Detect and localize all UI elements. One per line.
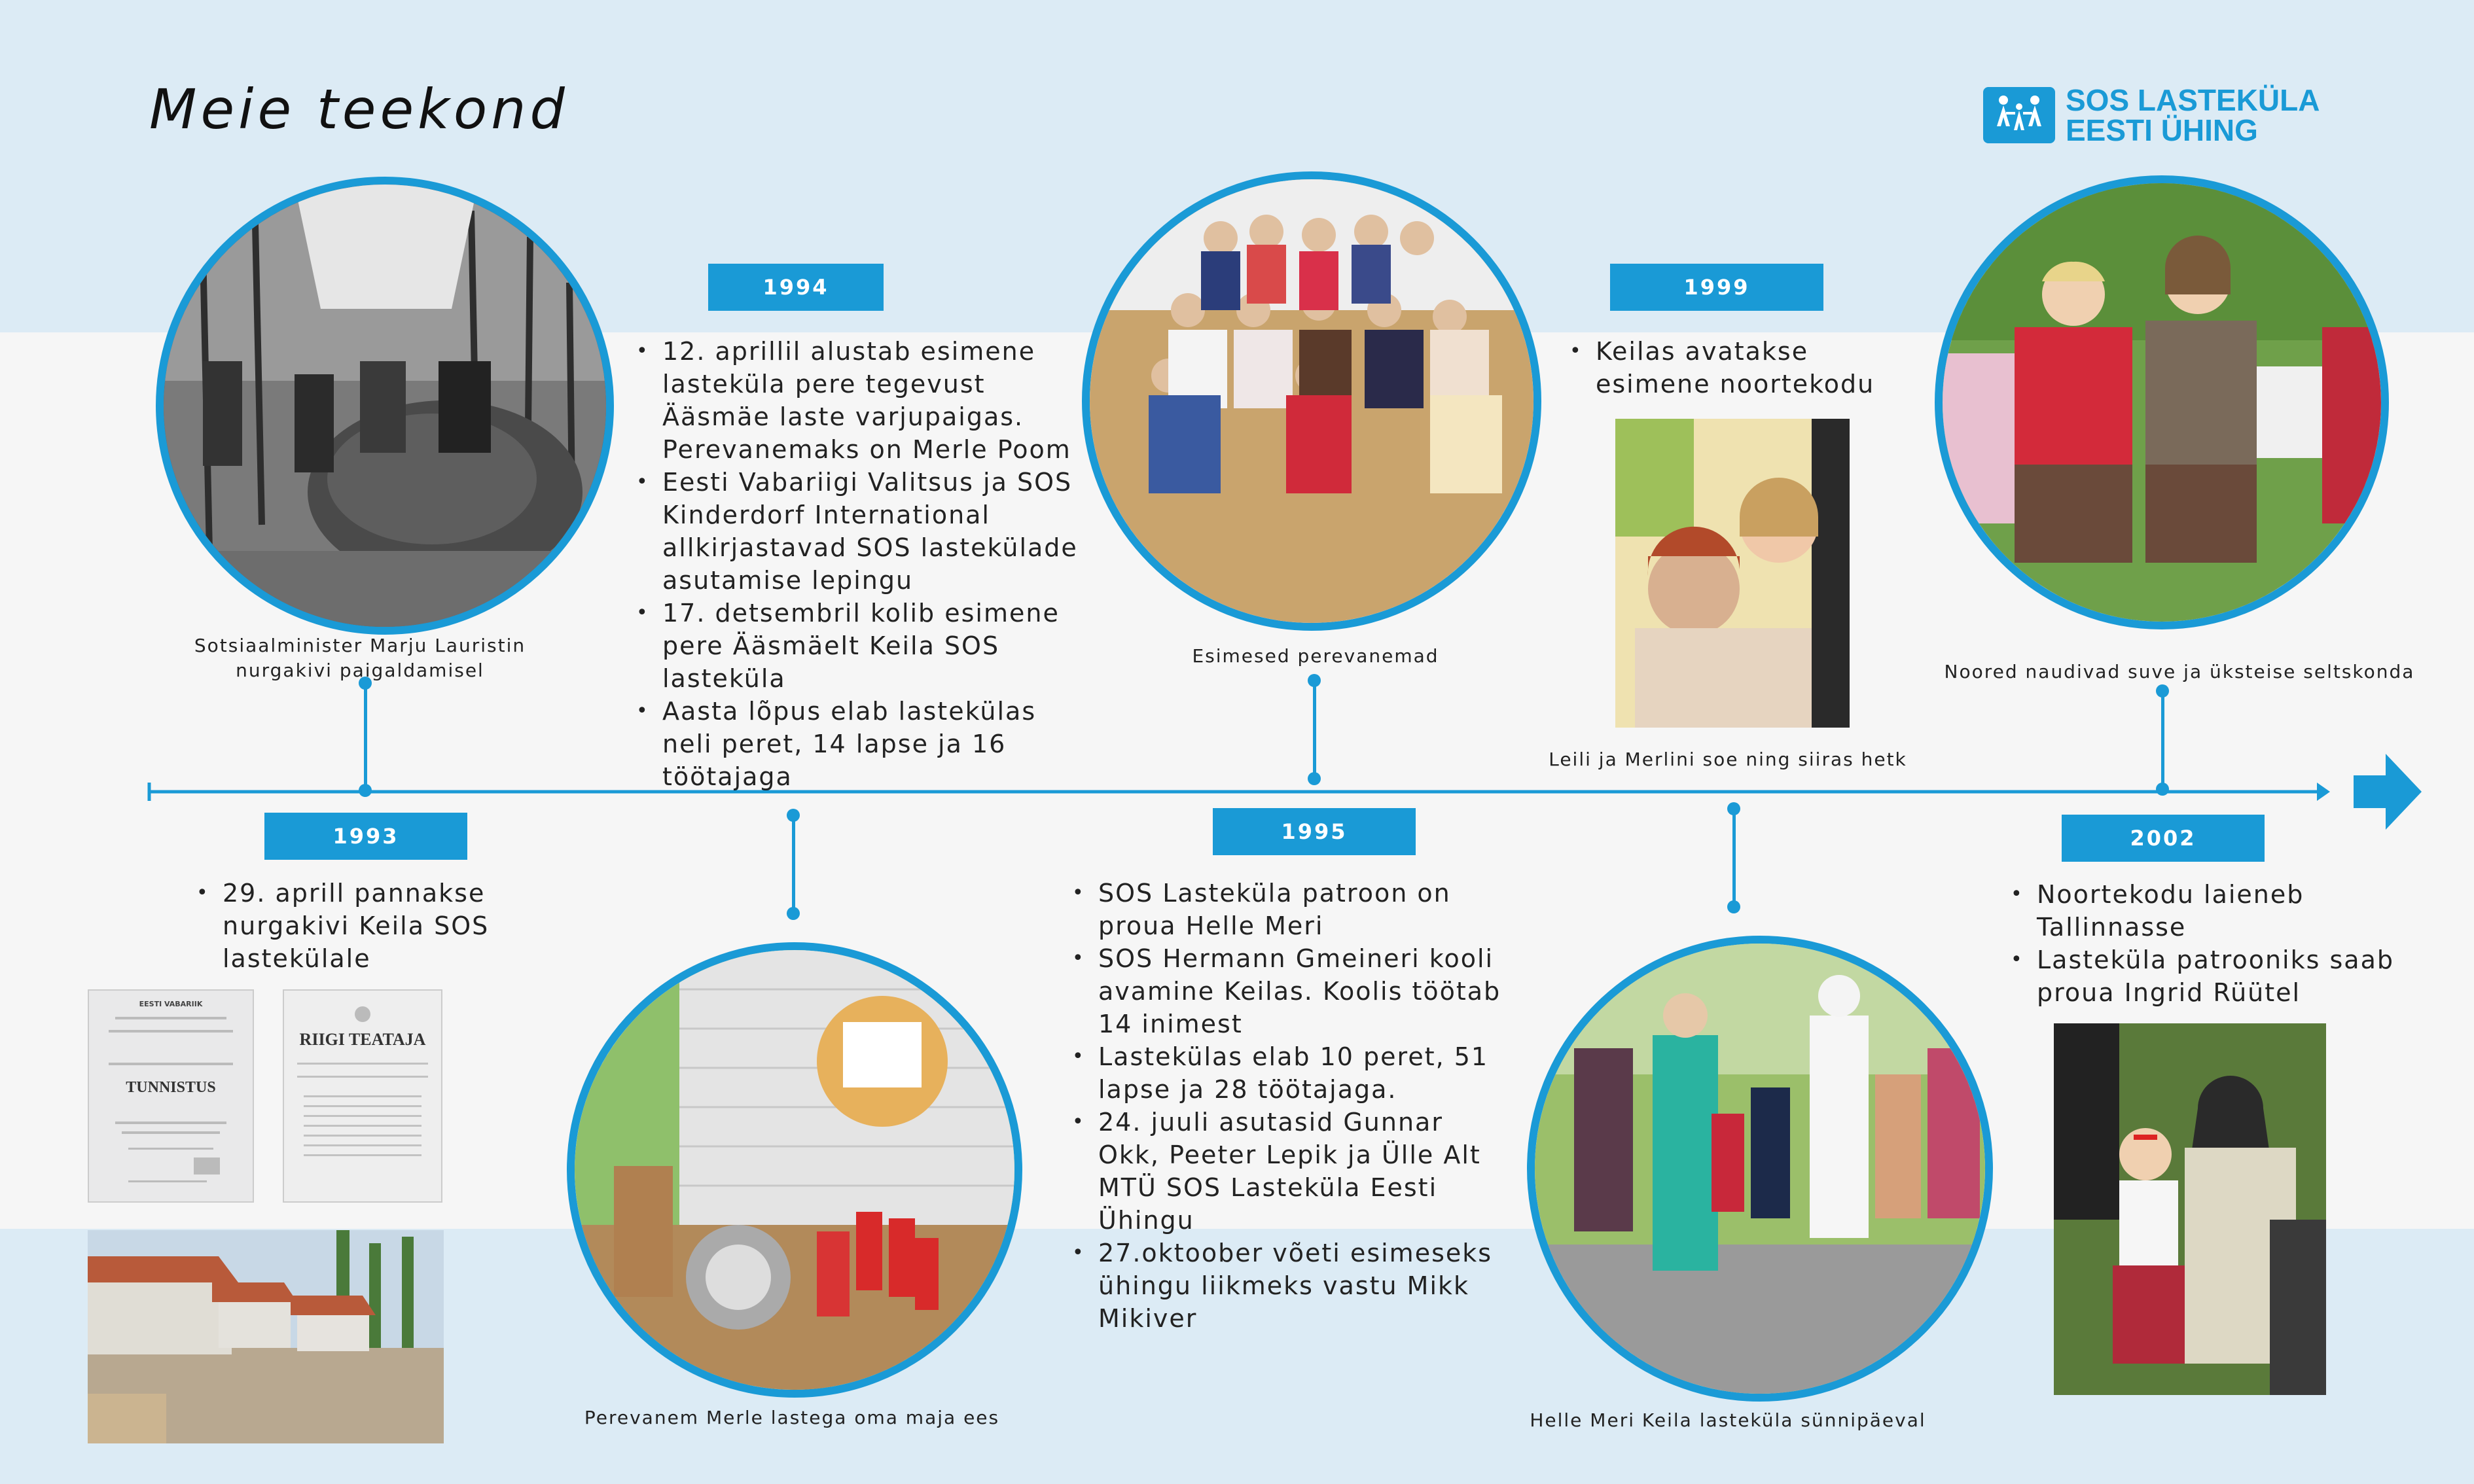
- connector-dot-1995-bottom: [1308, 772, 1321, 785]
- list-item: Lastekülas elab 10 peret, 51 lapse ja 28…: [1072, 1040, 1504, 1106]
- event-list-1993: 29. aprill pannakse nurgakivi Keila SOS …: [196, 877, 602, 975]
- logo-line-1: SOS LASTEKÜLA: [2066, 83, 2320, 117]
- event-list-1995: SOS Lasteküla patroon on proua Helle Mer…: [1072, 877, 1504, 1335]
- connector-dot-1999-top: [1727, 802, 1740, 815]
- list-item: 24. juuli asutasid Gunnar Okk, Peeter Le…: [1072, 1106, 1504, 1237]
- connector-1993: [364, 684, 367, 788]
- year-badge-1995: 1995: [1213, 808, 1416, 855]
- document-heading: TUNNISTUS: [126, 1079, 216, 1096]
- connector-dot-2002-top: [2156, 684, 2169, 698]
- photo-riigi-teataja-document: RIIGI TEATAJA: [283, 989, 442, 1203]
- document-heading: RIIGI TEATAJA: [299, 1030, 426, 1049]
- list-item: 27.oktoober võeti esimeseks ühingu liikm…: [1072, 1237, 1504, 1335]
- photo-helle-meri-birthday: [1527, 936, 1993, 1402]
- year-badge-1999: 1999: [1610, 264, 1823, 311]
- list-item: 12. aprillil alustab esimene lasteküla p…: [636, 335, 1081, 466]
- logo: SOS LASTEKÜLA EESTI ÜHING: [1983, 85, 2320, 145]
- axis-dot-1993: [359, 784, 372, 797]
- photo-cornerstone: [156, 177, 614, 635]
- caption-family-house: Perevanem Merle lastega oma maja ees: [584, 1407, 1000, 1428]
- list-item: SOS Lasteküla patroon on proua Helle Mer…: [1072, 877, 1504, 942]
- list-item: SOS Hermann Gmeineri kooli avamine Keila…: [1072, 942, 1504, 1040]
- list-item: Noortekodu laieneb Tallinnasse: [2011, 878, 2416, 944]
- connector-1995: [1313, 680, 1316, 779]
- photo-leili-and-merlin: [1615, 419, 1850, 728]
- list-item: Keilas avatakse esimene noortekodu: [1569, 335, 1910, 400]
- year-badge-2002: 2002: [2062, 815, 2265, 862]
- caption-helle-meri: Helle Meri Keila lasteküla sünnipäeval: [1530, 1409, 1926, 1431]
- list-item: Lasteküla patrooniks saab proua Ingrid R…: [2011, 944, 2416, 1009]
- event-list-1999: Keilas avatakse esimene noortekodu: [1569, 335, 1910, 400]
- photo-family-house: [567, 942, 1022, 1398]
- list-item: Aasta lõpus elab lastekülas neli peret, …: [636, 695, 1081, 793]
- connector-dot-1995-top: [1308, 674, 1321, 687]
- page-title: Meie teekond: [149, 77, 569, 141]
- caption-leili-merlin: Leili ja Merlini soe ning siiras hetk: [1549, 749, 1907, 770]
- connector-dot-1994-top: [787, 809, 800, 822]
- list-item: Eesti Vabariigi Valitsus ja SOS Kinderdo…: [636, 466, 1081, 597]
- caption-first-caregivers: Esimesed perevanemad: [1192, 645, 1439, 667]
- logo-text: SOS LASTEKÜLA EESTI ÜHING: [2066, 85, 2320, 145]
- connector-1999: [1732, 808, 1736, 906]
- year-badge-1993: 1993: [264, 813, 467, 860]
- connector-dot-2002-bottom: [2156, 783, 2169, 796]
- logo-line-2: EESTI ÜHING: [2066, 113, 2258, 147]
- year-badge-1994: 1994: [708, 264, 884, 311]
- photo-village-houses: [88, 1230, 444, 1443]
- sos-children-logo-icon: [1983, 87, 2055, 143]
- event-list-1994: 12. aprillil alustab esimene lasteküla p…: [636, 335, 1081, 793]
- photo-tunnistus-document: EESTI VABARIIK TUNNISTUS: [88, 989, 254, 1203]
- list-item: 17. detsembril kolib esimene pere Ääsmäe…: [636, 597, 1081, 695]
- caption-youth-summer: Noored naudivad suve ja üksteise seltsko…: [1944, 661, 2415, 682]
- event-list-2002: Noortekodu laieneb Tallinnasse Lasteküla…: [2011, 878, 2416, 1009]
- document-top-label: EESTI VABARIIK: [139, 1000, 203, 1008]
- list-item: 29. aprill pannakse nurgakivi Keila SOS …: [196, 877, 602, 975]
- photo-youth-summer: [1935, 175, 2389, 629]
- arrow-right-icon: [2354, 754, 2422, 830]
- caption-cornerstone: Sotsiaalminister Marju Lauristin nurgaki…: [194, 635, 526, 681]
- connector-2002: [2161, 690, 2164, 788]
- connector-dot-1993: [359, 677, 372, 690]
- photo-ingrid-ruutel: [2054, 1023, 2326, 1395]
- connector-1994: [792, 815, 795, 913]
- photo-first-caregivers: [1082, 171, 1541, 631]
- connector-dot-1994-bottom: [787, 907, 800, 920]
- connector-dot-1999-bottom: [1727, 900, 1740, 913]
